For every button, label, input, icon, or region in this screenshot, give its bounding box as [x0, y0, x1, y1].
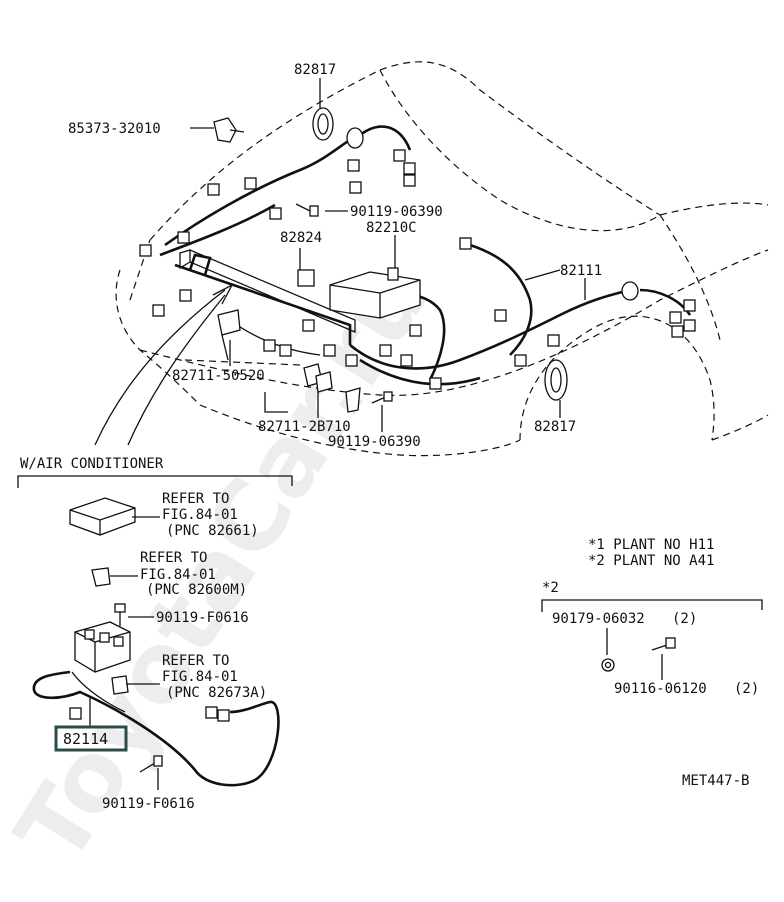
clamp-82711-2b710: [303, 363, 333, 393]
label-90116-qty: (2): [734, 681, 759, 697]
label-85373-32010: 85373-32010: [68, 121, 161, 137]
bolt-top: [295, 203, 319, 217]
refer1-line2: FIG.84-01: [162, 507, 238, 523]
air-conditioner-inset: [17, 475, 293, 790]
label-90119-06390-a: 90119-06390: [350, 204, 443, 220]
part-labels: 82817 85373-32010 90119-06390 82824 8221…: [20, 62, 759, 812]
bolt-lower: [345, 387, 393, 413]
refer2-line2: FIG.84-01: [140, 567, 216, 583]
grommets: [312, 107, 639, 401]
label-82824: 82824: [280, 230, 322, 246]
refer3-line2: FIG.84-01: [162, 669, 238, 685]
legend-plant-2: *2 PLANT NO A41: [588, 553, 714, 569]
main-wire-harness: [159, 125, 692, 386]
refer2-line1: REFER TO: [140, 550, 207, 566]
legend-group-2: *2: [542, 580, 559, 596]
label-90119-06390-b: 90119-06390: [328, 434, 421, 450]
plant-group-bracket: [541, 599, 763, 680]
part-82114-highlight-box: [54, 725, 128, 752]
section-title-air-conditioner: W/AIR CONDITIONER: [20, 456, 164, 472]
label-82711-2b710: 82711-2B710: [258, 419, 351, 435]
label-90179-qty: (2): [672, 611, 697, 627]
clip-85373: [213, 117, 245, 143]
label-90119-f0616-b: 90119-F0616: [102, 796, 195, 812]
leader-lines: [190, 78, 586, 432]
label-82711-50520: 82711-50520: [172, 368, 265, 384]
refer3-line3: (PNC 82673A): [166, 685, 267, 701]
bracket-82711-50520: [217, 309, 241, 361]
support-bar: [179, 249, 356, 333]
refer1-line3: (PNC 82661): [166, 523, 259, 539]
label-82114: 82114: [63, 730, 108, 748]
label-82817-top: 82817: [294, 62, 336, 78]
label-90179-06032: 90179-06032: [552, 611, 645, 627]
label-82210c: 82210C: [366, 220, 417, 236]
pointer-arrows: [94, 283, 234, 446]
part-82824: [297, 269, 315, 287]
car-body-outline: [115, 61, 769, 457]
watermark-text: ToyotaCar.ru: [0, 247, 449, 882]
refer1-line1: REFER TO: [162, 491, 229, 507]
refer3-line1: REFER TO: [162, 653, 229, 669]
legend-plant-1: *1 PLANT NO H11: [588, 537, 714, 553]
figure-code: MET447-B: [682, 773, 749, 789]
label-90119-f0616-a: 90119-F0616: [156, 610, 249, 626]
label-82817-right: 82817: [534, 419, 576, 435]
label-82111: 82111: [560, 263, 602, 279]
refer2-line3: (PNC 82600M): [146, 582, 247, 598]
label-90116-06120: 90116-06120: [614, 681, 707, 697]
